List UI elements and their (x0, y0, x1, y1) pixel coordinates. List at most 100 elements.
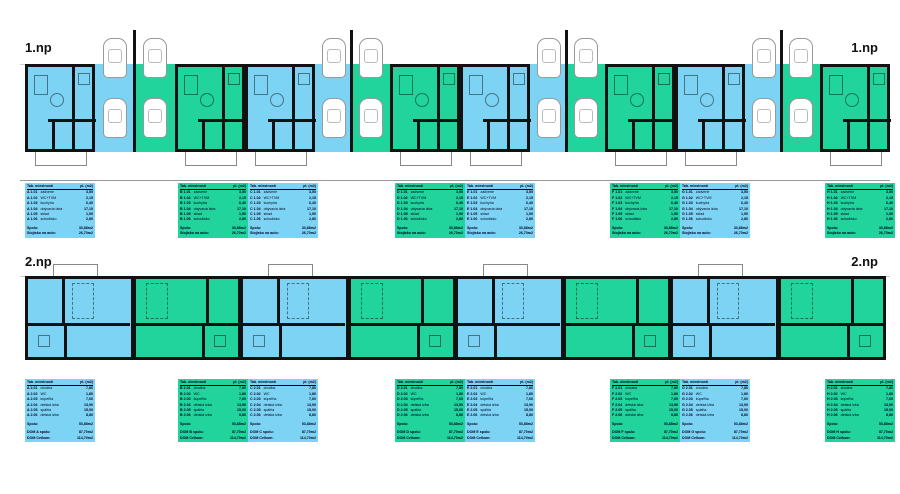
house-grand-label: DOM Celkom: (612, 435, 636, 440)
room-number: C 2.01 (250, 386, 261, 391)
room-name: spálňa (410, 408, 422, 413)
total-value: 53,88m2 (448, 421, 463, 426)
room-name: obývacia izba (625, 206, 647, 211)
room-area: 3,50 (741, 190, 748, 195)
room-area: 2,80 (239, 217, 246, 222)
room-name: WC+TVM (193, 195, 210, 200)
bathroom-fixture (428, 335, 441, 347)
house-total-row: DOM E spolu: 87,70m2 (467, 430, 533, 435)
room-number: G 2.01 (682, 386, 693, 391)
house-total-label: DOM B spolu: (180, 430, 204, 435)
room-name: kúpeľňa (480, 397, 494, 402)
parking-value: 26,70m2 (448, 231, 463, 236)
wc-fixture (443, 73, 455, 85)
room-area: 6,40 (886, 201, 893, 206)
room-number: D 1.05 (397, 212, 408, 217)
total-value: 53,88m2 (733, 421, 748, 426)
room-area: 7,80 (526, 386, 533, 391)
interior-wall (673, 323, 775, 326)
room-number: H 1.06 (827, 217, 838, 222)
total-row: Spolu:53,88m2 (467, 422, 533, 427)
room-number: B 1.06 (180, 217, 191, 222)
total-row: Spolu:53,88m2 (397, 422, 463, 427)
entrance-porch (830, 152, 882, 166)
room-number: B 2.04 (180, 402, 191, 407)
room-name: chodba (840, 386, 853, 391)
total-label: Spolu: (397, 225, 409, 230)
room-number: D 2.03 (397, 397, 408, 402)
header-area: pl. (m2) (520, 380, 533, 384)
house-grand-value: 114,70m2 (877, 435, 893, 440)
unit-B-2np (132, 276, 241, 360)
house-total-label: DOM E spolu: (467, 430, 491, 435)
room-number: B 1.04 (180, 206, 191, 211)
room-number: G 1.01 (682, 190, 693, 195)
house-grand-value: 114,70m2 (662, 435, 678, 440)
room-name: kuchyňa (263, 201, 277, 206)
room-number: A 2.05 (27, 408, 38, 413)
header-label: Tab. miestností (397, 380, 424, 384)
interior-wall (52, 119, 55, 149)
room-number: E 2.01 (467, 386, 478, 391)
staircase (502, 283, 524, 319)
room-name: schodisko (40, 217, 57, 222)
car-icon (789, 38, 813, 78)
header-area: pl. (m2) (735, 184, 748, 188)
interior-wall (458, 323, 560, 326)
room-name: obývacia izba (840, 206, 863, 211)
staircase (575, 283, 598, 319)
unit-C-2np (240, 276, 349, 360)
room-name: WC+TVM (263, 195, 280, 200)
car-icon (789, 98, 813, 138)
house-total-row: DOM F spolu:87,70m2 (612, 430, 678, 435)
room-number: B 1.01 (180, 190, 191, 195)
house-total-label: DOM D spolu: (397, 430, 421, 435)
room-area: 7,80 (239, 386, 246, 391)
room-name: detská izba (40, 402, 59, 407)
room-name: zádverie (40, 190, 55, 195)
house-grand-total-row: DOM Celkom:114,70m2 (827, 436, 893, 441)
room-name: kuchyňa (40, 201, 54, 206)
house-total-value: 87,70m2 (518, 430, 533, 435)
room-number: F 2.01 (612, 386, 623, 391)
total-value: 53,88m2 (663, 421, 678, 426)
room-number: C 2.03 (250, 397, 261, 402)
room-number: B 2.02 (180, 391, 191, 396)
interior-wall (420, 279, 424, 323)
total-row: Spolu:53,88m2 (27, 422, 93, 427)
house-grand-total-row: DOM Celkom:114,70m2 (27, 436, 93, 441)
room-name: spálňa (840, 408, 852, 413)
room-number: A 1.05 (27, 212, 38, 217)
room-name: WC (263, 391, 270, 396)
room-number: A 2.02 (27, 391, 38, 396)
bathroom-fixture (683, 335, 695, 347)
room-name: obývacia izba (695, 206, 718, 211)
room-area: 15,00 (84, 408, 93, 413)
room-name: obývacia izba (40, 206, 63, 211)
car-icon (536, 38, 561, 78)
room-number: H 1.04 (827, 206, 838, 211)
house-grand-value: 114,70m2 (447, 435, 463, 440)
room-number: H 2.01 (827, 386, 838, 391)
total-value: 33,88m2 (78, 225, 93, 230)
room-name: detská izba (40, 413, 59, 418)
